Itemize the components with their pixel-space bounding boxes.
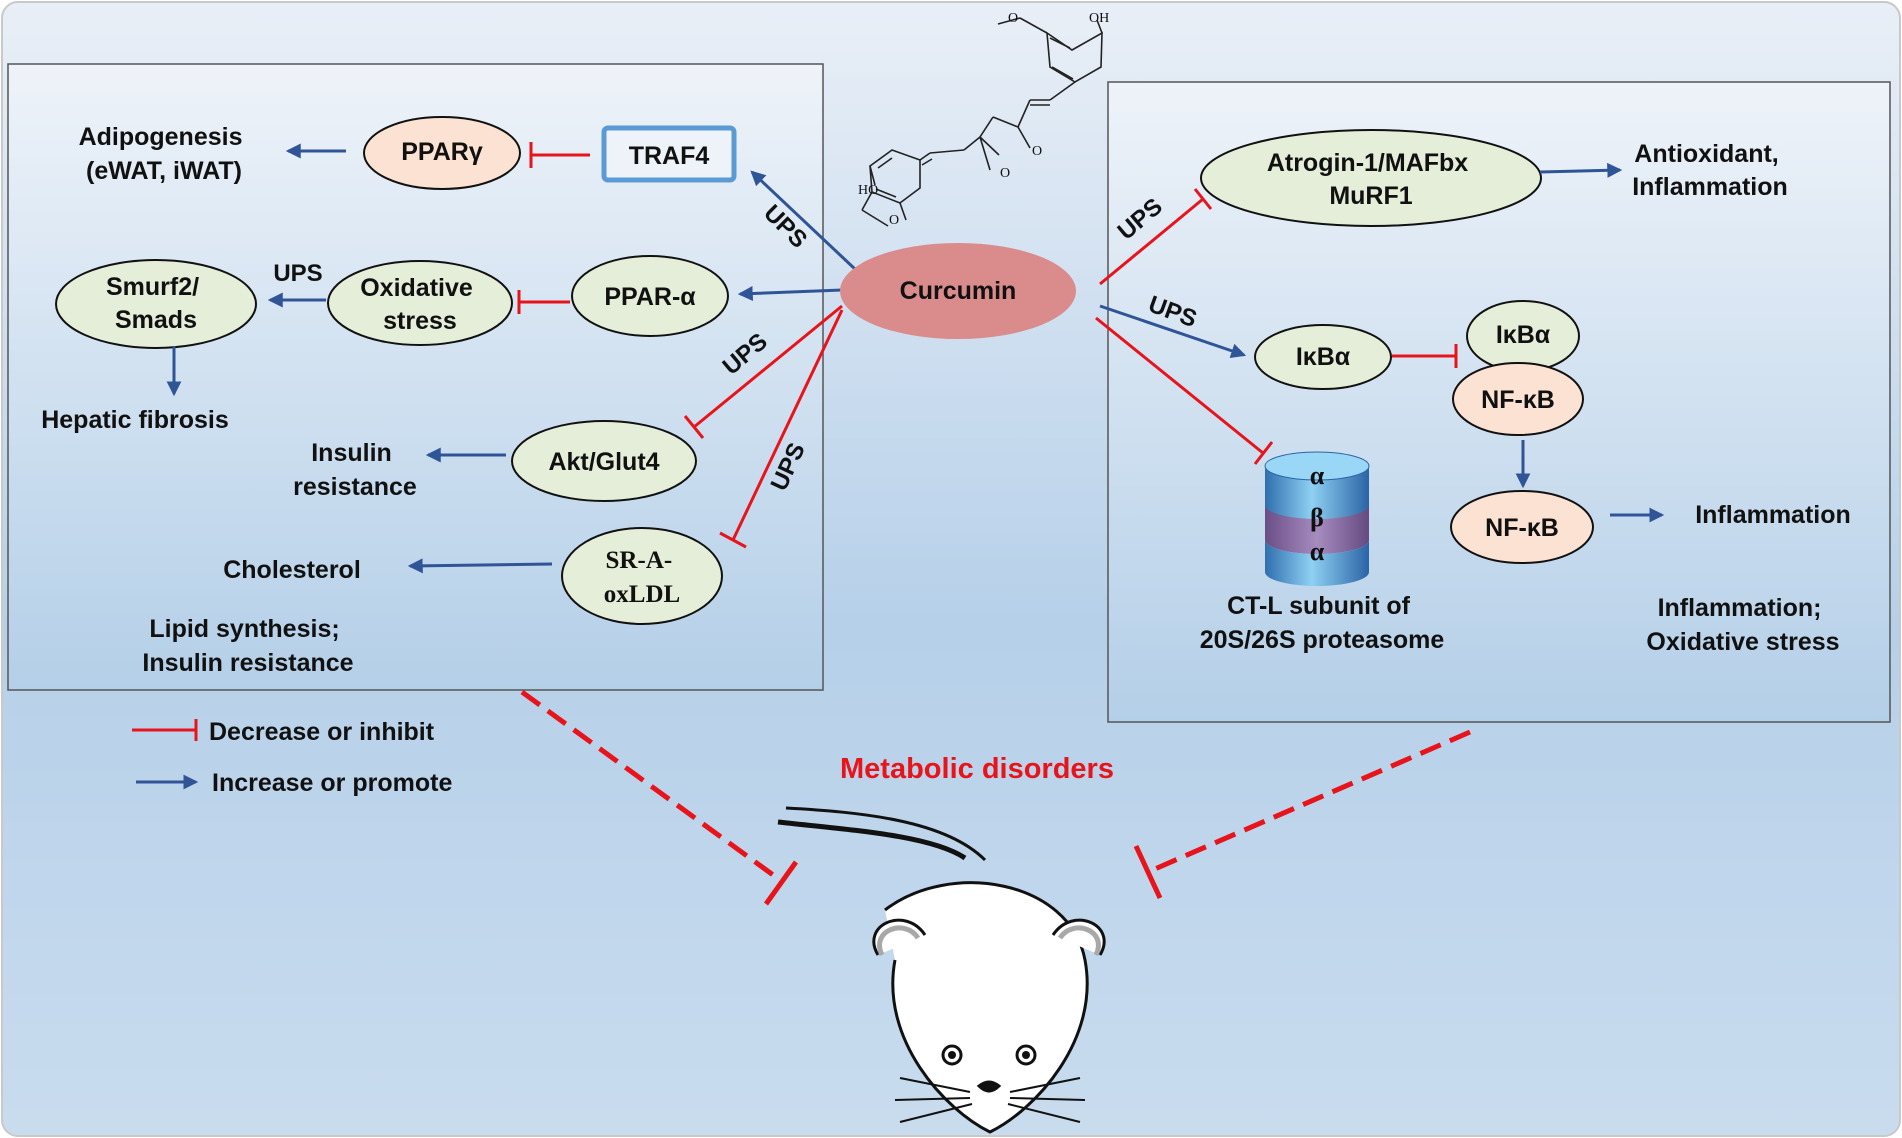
akt-glut4-node [511, 420, 697, 502]
nfkb-free-label: NF-κB [1485, 514, 1559, 542]
traf4-label: TRAF4 [629, 142, 710, 170]
inflammation-label: Inflammation [1695, 501, 1851, 529]
traf4-node [601, 125, 737, 183]
ppar-alpha-label: PPAR-α [604, 283, 696, 311]
inhibit-traf4-pparg [529, 142, 590, 168]
ho-group-label: HO [858, 183, 878, 198]
arrow-atrogin-antioxidant [1539, 162, 1623, 178]
inhibit-curcumin-sra [719, 309, 844, 549]
oxidative-stress-node [327, 260, 513, 346]
proteasome-alpha-bottom: α [1310, 537, 1325, 566]
curcumin-node [840, 243, 1076, 339]
sr-a-oxldl-node [561, 527, 723, 625]
proteasome-alpha-top: α [1310, 461, 1325, 490]
right-panel-content: UPS Atrogin-1/MAFbx MuRF1 Antioxidant, I… [1095, 129, 1851, 656]
nfkb-free-node [1450, 490, 1594, 564]
pparg-label: PPARγ [401, 138, 483, 166]
inflammation-oxidative-label: Inflammation; Oxidative stress [1646, 594, 1839, 656]
akt-glut4-label: Akt/Glut4 [548, 448, 659, 476]
inhibit-curcumin-akt [683, 304, 843, 439]
atrogin-murf1-label: Atrogin-1/MAFbx MuRF1 [1267, 149, 1475, 210]
dashed-inhibit-right [1133, 729, 1471, 900]
metabolic-disorders-title: Metabolic disorders [840, 753, 1114, 785]
inhibit-ikba-complex [1392, 344, 1458, 368]
antioxidant-label: Antioxidant, Inflammation [1632, 140, 1788, 201]
sr-a-oxldl-label: SR-A- oxLDL [604, 547, 680, 608]
atrogin-murf1-node [1200, 129, 1542, 227]
legend-inhibit-label: Decrease or inhibit [209, 718, 435, 746]
legend: Decrease or inhibit Increase or promote [132, 718, 452, 797]
ikba-label: IκBα [1296, 343, 1351, 371]
nfkb-complex-label: NF-κB [1481, 386, 1555, 414]
nfkb-complex-node [1452, 362, 1584, 436]
arrow-curcumin-pparalpha [737, 286, 843, 301]
legend-promote-label: Increase or promote [212, 769, 452, 797]
inhibit-curcumin-atrogin [1099, 188, 1213, 286]
legend-inhibit-symbol [132, 719, 198, 741]
proteasome-caption: CT-L subunit of 20S/26S proteasome [1200, 592, 1445, 654]
o-group-label-bottom: O [889, 213, 899, 228]
adipogenesis-label: Adipogenesis (eWAT, iWAT) [79, 123, 250, 185]
o-group-label-top: O [1008, 11, 1018, 26]
insulin-resistance-label: Insulin resistance [293, 439, 417, 501]
curcumin-label: Curcumin [900, 277, 1017, 305]
inhibit-curcumin-proteasome [1095, 316, 1274, 465]
hepatic-fibrosis-label: Hepatic fibrosis [41, 406, 229, 434]
ikba-node [1254, 324, 1392, 390]
arrow-curcumin-ikba [1099, 304, 1247, 358]
ups-label-smurf2: UPS [273, 260, 322, 287]
pparg-node [363, 116, 521, 190]
cholesterol-label: Cholesterol [223, 556, 361, 584]
smurf2-smads-node [55, 259, 257, 349]
o-keto-label-2: O [1000, 166, 1010, 181]
mouse-illustration [777, 806, 1106, 1134]
arrow-curcumin-traf4 [750, 170, 858, 272]
curcumin-molecule-structure: OH O O O HO O [858, 11, 1109, 228]
dashed-inhibit-left [520, 689, 799, 906]
smurf2-smads-label: Smurf2/ Smads [106, 273, 206, 334]
ppar-alpha-node [571, 255, 729, 337]
lipid-synthesis-label: Lipid synthesis; Insulin resistance [142, 615, 353, 677]
o-keto-label-1: O [1032, 144, 1042, 159]
oh-group-label: OH [1089, 11, 1109, 26]
oxidative-stress-label: Oxidative stress [360, 274, 480, 335]
arrow-sra-cholesterol [407, 558, 553, 574]
ikba-complex-label: IκBα [1496, 321, 1551, 349]
proteasome-icon: α β α [1264, 451, 1370, 586]
inhibit-pparalpha-oxstress [517, 290, 570, 314]
proteasome-beta: β [1310, 503, 1324, 532]
